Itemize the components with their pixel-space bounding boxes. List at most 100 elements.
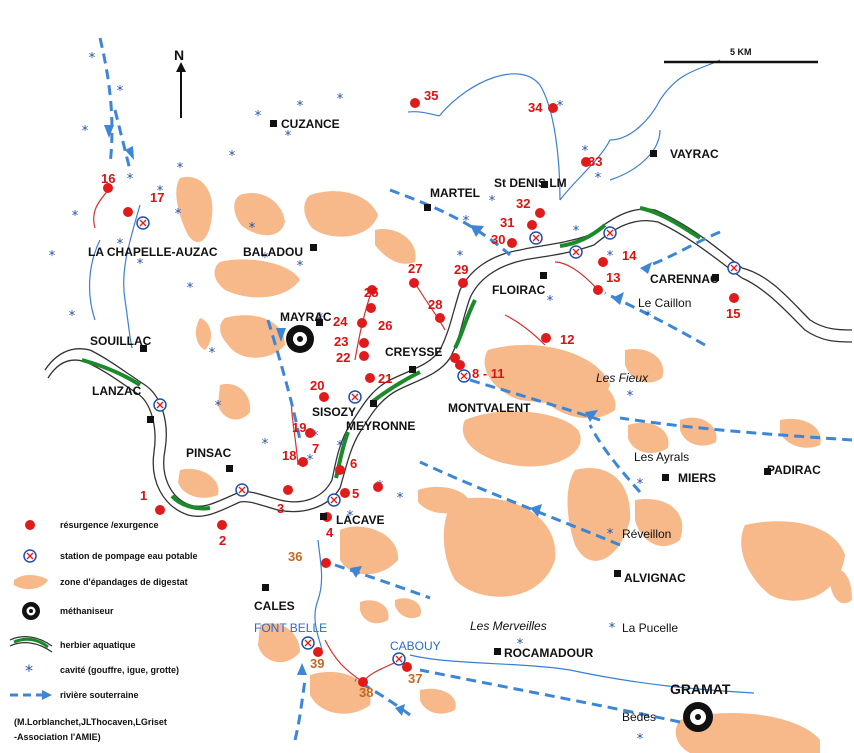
svg-text:*: * (262, 437, 269, 452)
point-33: 33 (588, 154, 602, 169)
label-cuzance: CUZANCE (281, 117, 340, 131)
north-label: N (174, 47, 184, 63)
svg-text:*: * (117, 237, 124, 252)
point-16: 16 (101, 171, 115, 186)
point-25: 25 (364, 285, 378, 300)
legend-resurgence: résurgence /exurgence (60, 520, 159, 530)
label-chapelle: LA CHAPELLE-AUZAC (88, 245, 218, 259)
point-37: 37 (408, 671, 422, 686)
methaniseur-mayrac (286, 325, 314, 353)
label-fontbelle: FONT BELLE (254, 621, 327, 635)
resurgences (103, 98, 739, 687)
label-stdenis: St DENIS LM (494, 176, 567, 190)
spreading-zones (176, 176, 852, 753)
credits-line1: (M.Lorblanchet,JLThocaven,LGriset (14, 717, 167, 727)
label-montvalent: MONTVALENT (448, 401, 531, 415)
label-cabouy: CABOUY (390, 639, 441, 653)
svg-text:*: * (457, 249, 464, 264)
north-arrow: N (174, 47, 186, 118)
cavites: *** *** *** *** *** *** *** *** *** *** … (49, 51, 652, 747)
label-vayrac: VAYRAC (670, 147, 719, 161)
point-4: 4 (326, 525, 334, 540)
point-15: 15 (726, 306, 740, 321)
legend-methaniseur: méthaniseur (60, 606, 114, 616)
label-floirac: FLOIRAC (492, 283, 546, 297)
point-5: 5 (352, 486, 359, 501)
point-26: 26 (378, 318, 392, 333)
point-19: 19 (292, 420, 306, 435)
label-martel: MARTEL (430, 186, 480, 200)
label-souillac: SOUILLAC (90, 334, 152, 348)
scale-bar: 5 KM (664, 47, 818, 64)
svg-text:*: * (337, 439, 344, 454)
point-17: 17 (150, 190, 164, 205)
svg-text:*: * (463, 214, 470, 229)
label-gramat: GRAMAT (670, 681, 731, 697)
label-meyronne: MEYRONNE (346, 419, 415, 433)
point-7: 7 (312, 441, 319, 456)
svg-text:*: * (69, 309, 76, 324)
point-30: 30 (491, 232, 505, 247)
legend-riviere-symbol (42, 690, 52, 700)
label-caillon: Le Caillon (638, 296, 691, 310)
svg-text:*: * (637, 477, 644, 492)
svg-text:*: * (607, 527, 614, 542)
legend-cavite-symbol: * (25, 661, 33, 680)
label-merveilles: Les Merveilles (470, 619, 547, 633)
svg-text:*: * (627, 389, 634, 404)
label-lesayrals: Les Ayrals (634, 450, 689, 464)
svg-text:*: * (517, 637, 524, 652)
legend-zone-symbol (14, 575, 48, 590)
point-29: 29 (454, 262, 468, 277)
point-38: 38 (359, 685, 373, 700)
svg-text:*: * (307, 453, 314, 468)
point-6: 6 (350, 456, 357, 471)
underground-rivers (98, 37, 853, 741)
point-20: 20 (310, 378, 324, 393)
label-carennac: CARENNAC (650, 272, 719, 286)
point-3: 3 (277, 501, 284, 516)
label-cales: CALES (254, 599, 295, 613)
svg-text:*: * (215, 399, 222, 414)
legend: résurgence /exurgence station de pompage… (9, 520, 198, 742)
point-23: 23 (334, 334, 348, 349)
svg-text:*: * (547, 294, 554, 309)
label-padirac: PADIRAC (767, 463, 821, 477)
svg-text:*: * (297, 259, 304, 274)
point-36: 36 (288, 549, 302, 564)
point-31: 31 (500, 215, 514, 230)
point-8-11: 8 - 11 (472, 366, 505, 381)
svg-text:*: * (645, 309, 652, 324)
svg-text:*: * (347, 509, 354, 524)
place-labels: CUZANCE VAYRAC MARTEL St DENIS LM LA CHA… (88, 117, 821, 724)
legend-zone: zone d'épandages de digestat (60, 577, 188, 587)
svg-text:*: * (229, 149, 236, 164)
point-22: 22 (336, 350, 350, 365)
svg-text:*: * (82, 124, 89, 139)
svg-text:*: * (312, 429, 319, 444)
svg-text:*: * (117, 84, 124, 99)
label-reveillon: Réveillon (622, 527, 671, 541)
label-rocamadour: ROCAMADOUR (504, 646, 594, 660)
point-1: 1 (140, 488, 147, 503)
svg-text:*: * (607, 249, 614, 264)
label-lacave: LACAVE (336, 513, 384, 527)
svg-text:*: * (175, 207, 182, 222)
svg-text:*: * (489, 194, 496, 209)
label-bedes: Bèdes (622, 710, 656, 724)
underground-arrows (104, 125, 652, 716)
label-alvignac: ALVIGNAC (624, 571, 686, 585)
label-lapucelle: La Pucelle (622, 621, 678, 635)
point-12: 12 (560, 332, 574, 347)
svg-text:*: * (573, 224, 580, 239)
svg-text:*: * (609, 621, 616, 636)
legend-herbier-symbol (13, 637, 49, 649)
label-baladou: BALADOU (243, 245, 303, 259)
point-34: 34 (528, 100, 543, 115)
svg-text:*: * (49, 249, 56, 264)
svg-text:*: * (255, 109, 262, 124)
svg-text:*: * (317, 311, 324, 326)
svg-text:*: * (582, 144, 589, 159)
